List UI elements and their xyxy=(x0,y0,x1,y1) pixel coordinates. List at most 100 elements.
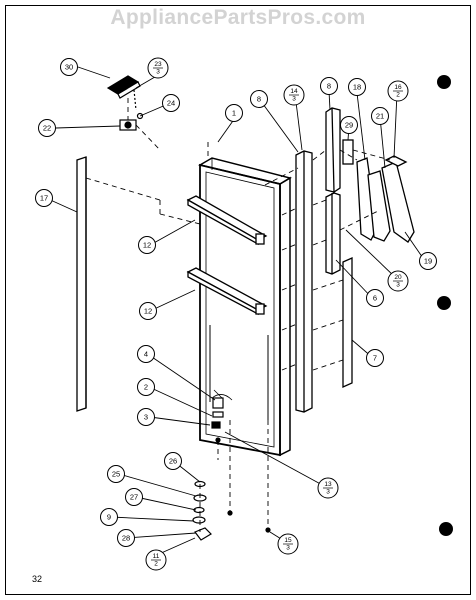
trim-strip xyxy=(295,150,313,413)
callout-number: 20 xyxy=(394,274,402,281)
callout-number: 4 xyxy=(144,350,148,359)
callout-number: 14 xyxy=(290,88,298,95)
callout-18: 18 xyxy=(348,78,366,96)
callout-subnumber: 3 xyxy=(292,96,296,103)
callout-27: 27 xyxy=(125,488,143,506)
registration-mark xyxy=(439,522,453,536)
gasket-strip xyxy=(76,156,87,412)
callout-7: 7 xyxy=(366,349,384,367)
callout-19: 19 xyxy=(419,252,437,270)
door-handle-assembly xyxy=(356,155,415,243)
callout-circle xyxy=(320,77,338,95)
callout-21: 21 xyxy=(371,107,389,125)
callout-circle xyxy=(340,116,358,134)
callout-number: 8 xyxy=(327,82,331,91)
callout-11: 112 xyxy=(145,549,167,571)
callout-subnumber: 2 xyxy=(396,92,400,99)
callout-14: 143 xyxy=(283,84,305,106)
callout-9: 9 xyxy=(100,508,118,526)
callout-circle xyxy=(371,107,389,125)
callout-subnumber: 3 xyxy=(156,69,160,76)
callout-number: 17 xyxy=(40,194,48,203)
callout-number: 22 xyxy=(43,124,51,133)
callout-number: 2 xyxy=(144,383,148,392)
page-number: 32 xyxy=(32,574,43,584)
callout-6: 6 xyxy=(366,289,384,307)
door-panel xyxy=(198,157,292,457)
callout-26: 26 xyxy=(164,452,182,470)
callout-17: 17 xyxy=(35,189,53,207)
callout-circle xyxy=(137,378,155,396)
callout-number: 16 xyxy=(394,84,402,91)
callout-number: 26 xyxy=(169,457,177,466)
callout-number: 3 xyxy=(144,413,148,422)
callout-number: 13 xyxy=(324,481,332,488)
callout-circle xyxy=(35,189,53,207)
callout-subnumber: 3 xyxy=(326,489,330,496)
callout-circle xyxy=(100,508,118,526)
callout-number: 27 xyxy=(130,493,138,502)
callout-number: 8 xyxy=(257,95,261,104)
callout-number: 23 xyxy=(154,61,162,68)
callout-circle xyxy=(225,104,243,122)
callout-number: 11 xyxy=(153,553,160,560)
handle-trim-upper xyxy=(325,107,354,193)
handle-trim-lower xyxy=(325,192,341,275)
callout-subnumber: 3 xyxy=(396,282,400,289)
alignment-lines xyxy=(85,98,391,532)
callout-number: 28 xyxy=(122,534,130,543)
callout-13: 133 xyxy=(317,477,339,499)
callout-30: 30 xyxy=(60,58,78,76)
callout-number: 9 xyxy=(107,513,111,522)
shelf-bar-upper xyxy=(186,195,268,246)
callout-23: 233 xyxy=(147,57,169,79)
callout-circle xyxy=(125,488,143,506)
callout-circle xyxy=(162,94,180,112)
registration-mark xyxy=(437,296,451,310)
callout-15: 153 xyxy=(277,533,299,555)
callout-4: 4 xyxy=(137,345,155,363)
callout-number: 15 xyxy=(284,537,292,544)
callout-number: 30 xyxy=(65,63,73,72)
callout-20: 203 xyxy=(387,270,409,292)
callout-number: 7 xyxy=(373,354,377,363)
callout-number: 1 xyxy=(232,109,236,118)
callout-circle xyxy=(139,302,157,320)
callout-number: 29 xyxy=(345,121,353,130)
watermark: AppliancePartsPros.com xyxy=(110,6,366,29)
callout-circle xyxy=(419,252,437,270)
top-hinge-assembly xyxy=(106,75,144,131)
callout-24: 24 xyxy=(162,94,180,112)
callout-number: 25 xyxy=(112,470,120,479)
callout-number: 24 xyxy=(167,99,175,108)
bottom-hinge-hardware xyxy=(192,397,271,541)
callout-8b: 8 xyxy=(320,77,338,95)
callout-number: 12 xyxy=(143,241,151,250)
callout-subnumber: 2 xyxy=(154,561,158,568)
callout-circle xyxy=(366,289,384,307)
callout-circle xyxy=(137,408,155,426)
callout-number: 12 xyxy=(144,307,152,316)
callout-25: 25 xyxy=(107,465,125,483)
callout-29: 29 xyxy=(340,116,358,134)
callout-circle xyxy=(348,78,366,96)
callout-22: 22 xyxy=(38,119,56,137)
callout-12a: 12 xyxy=(138,236,156,254)
callout-number: 19 xyxy=(424,257,432,266)
callout-circle xyxy=(107,465,125,483)
callout-1: 1 xyxy=(225,104,243,122)
side-trim-strip xyxy=(342,256,353,389)
callout-number: 6 xyxy=(373,294,377,303)
callout-subnumber: 3 xyxy=(286,545,290,552)
page-border xyxy=(5,5,471,595)
callout-circle xyxy=(137,345,155,363)
callout-number: 18 xyxy=(353,83,361,92)
callout-16: 162 xyxy=(387,80,409,102)
callout-number: 21 xyxy=(376,112,384,121)
callout-circle xyxy=(164,452,182,470)
registration-mark xyxy=(437,75,451,89)
callout-12b: 12 xyxy=(139,302,157,320)
